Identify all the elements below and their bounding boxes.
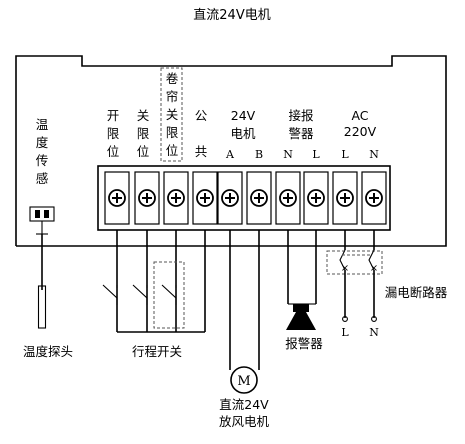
terminal-block xyxy=(97,165,391,231)
svg-text:×: × xyxy=(341,263,349,274)
alarm-wiring xyxy=(286,230,317,330)
svg-text:位: 位 xyxy=(107,144,120,159)
breaker-label: 漏电断路器 xyxy=(385,285,448,300)
terminal-roll-limit xyxy=(163,171,189,225)
pin-letters: A B N L L N xyxy=(225,148,379,161)
svg-text:AC: AC xyxy=(351,108,368,123)
svg-text:帘: 帘 xyxy=(166,89,179,104)
label-open-limit: 开 限 位 xyxy=(107,108,120,159)
line-n-label: N xyxy=(369,326,379,339)
svg-text:N: N xyxy=(369,148,379,161)
temp-probe-label: 温度探头 xyxy=(23,344,73,359)
terminal-open-limit xyxy=(104,171,130,225)
motor-caption-line2: 放风电机 xyxy=(219,414,270,429)
alarm-label: 报警器 xyxy=(285,336,323,351)
svg-text:A: A xyxy=(225,148,235,161)
switch-roll-limit xyxy=(161,284,177,305)
breaker-box xyxy=(326,250,383,275)
motor-caption-line1: 直流24V xyxy=(219,397,269,412)
label-ac-group: AC 220V xyxy=(344,108,377,139)
temp-sensor-label: 温 度 传 感 xyxy=(36,117,49,186)
svg-text:开: 开 xyxy=(107,108,120,123)
switch-close-limit xyxy=(132,284,148,305)
svg-text:公: 公 xyxy=(195,108,208,123)
svg-text:限: 限 xyxy=(166,125,179,140)
svg-text:关: 关 xyxy=(166,107,179,122)
temp-sensor-connector xyxy=(29,206,55,329)
temp-probe-body xyxy=(37,285,47,329)
terminal-common xyxy=(192,171,218,225)
svg-text:温: 温 xyxy=(36,117,49,132)
svg-text:传: 传 xyxy=(36,153,49,168)
label-roll-limit: 卷 帘 关 限 位 xyxy=(160,67,183,162)
svg-text:×: × xyxy=(370,263,378,274)
terminal-close-limit xyxy=(134,171,160,225)
label-motor-group: 24V 电机 xyxy=(230,108,256,141)
label-close-limit: 关 限 位 xyxy=(137,108,150,159)
controller-housing xyxy=(15,55,447,247)
terminal-motor-b xyxy=(246,171,272,225)
svg-text:位: 位 xyxy=(166,143,179,158)
svg-text:L: L xyxy=(312,148,320,161)
svg-text:关: 关 xyxy=(137,108,150,123)
terminal-ac-n xyxy=(361,171,387,225)
label-common: 公 共 xyxy=(195,108,208,159)
svg-text:位: 位 xyxy=(137,144,150,159)
breaker-wiring: × × xyxy=(326,230,383,322)
svg-text:N: N xyxy=(283,148,293,161)
motor-symbol xyxy=(230,366,258,394)
terminal-ac-l xyxy=(332,171,358,225)
diagram-title: 直流24V电机 xyxy=(193,8,270,23)
svg-text:L: L xyxy=(341,148,349,161)
svg-text:接报: 接报 xyxy=(288,108,314,123)
travel-switch-wiring xyxy=(102,230,206,333)
svg-text:卷: 卷 xyxy=(166,71,179,86)
switch-open-limit xyxy=(102,284,118,305)
terminal-alarm-n xyxy=(275,171,301,225)
travel-switch-label: 行程开关 xyxy=(132,344,182,359)
svg-text:电机: 电机 xyxy=(230,126,256,141)
svg-text:限: 限 xyxy=(107,126,120,141)
terminal-motor-a xyxy=(217,171,243,225)
svg-text:共: 共 xyxy=(195,144,208,159)
svg-text:220V: 220V xyxy=(344,124,377,139)
label-alarm-group: 接报 警器 xyxy=(288,108,314,141)
line-l-label: L xyxy=(341,326,349,339)
terminal-alarm-l xyxy=(303,171,329,225)
svg-text:感: 感 xyxy=(36,171,49,186)
motor-wiring: M xyxy=(229,230,260,394)
svg-text:限: 限 xyxy=(137,126,150,141)
svg-text:B: B xyxy=(255,148,263,161)
motor-symbol-letter: M xyxy=(237,374,250,389)
svg-text:警器: 警器 xyxy=(288,126,314,141)
alarm-icon xyxy=(293,304,309,312)
svg-text:度: 度 xyxy=(36,135,49,150)
roll-limit-switch-box xyxy=(153,261,185,329)
svg-text:24V: 24V xyxy=(231,108,256,123)
